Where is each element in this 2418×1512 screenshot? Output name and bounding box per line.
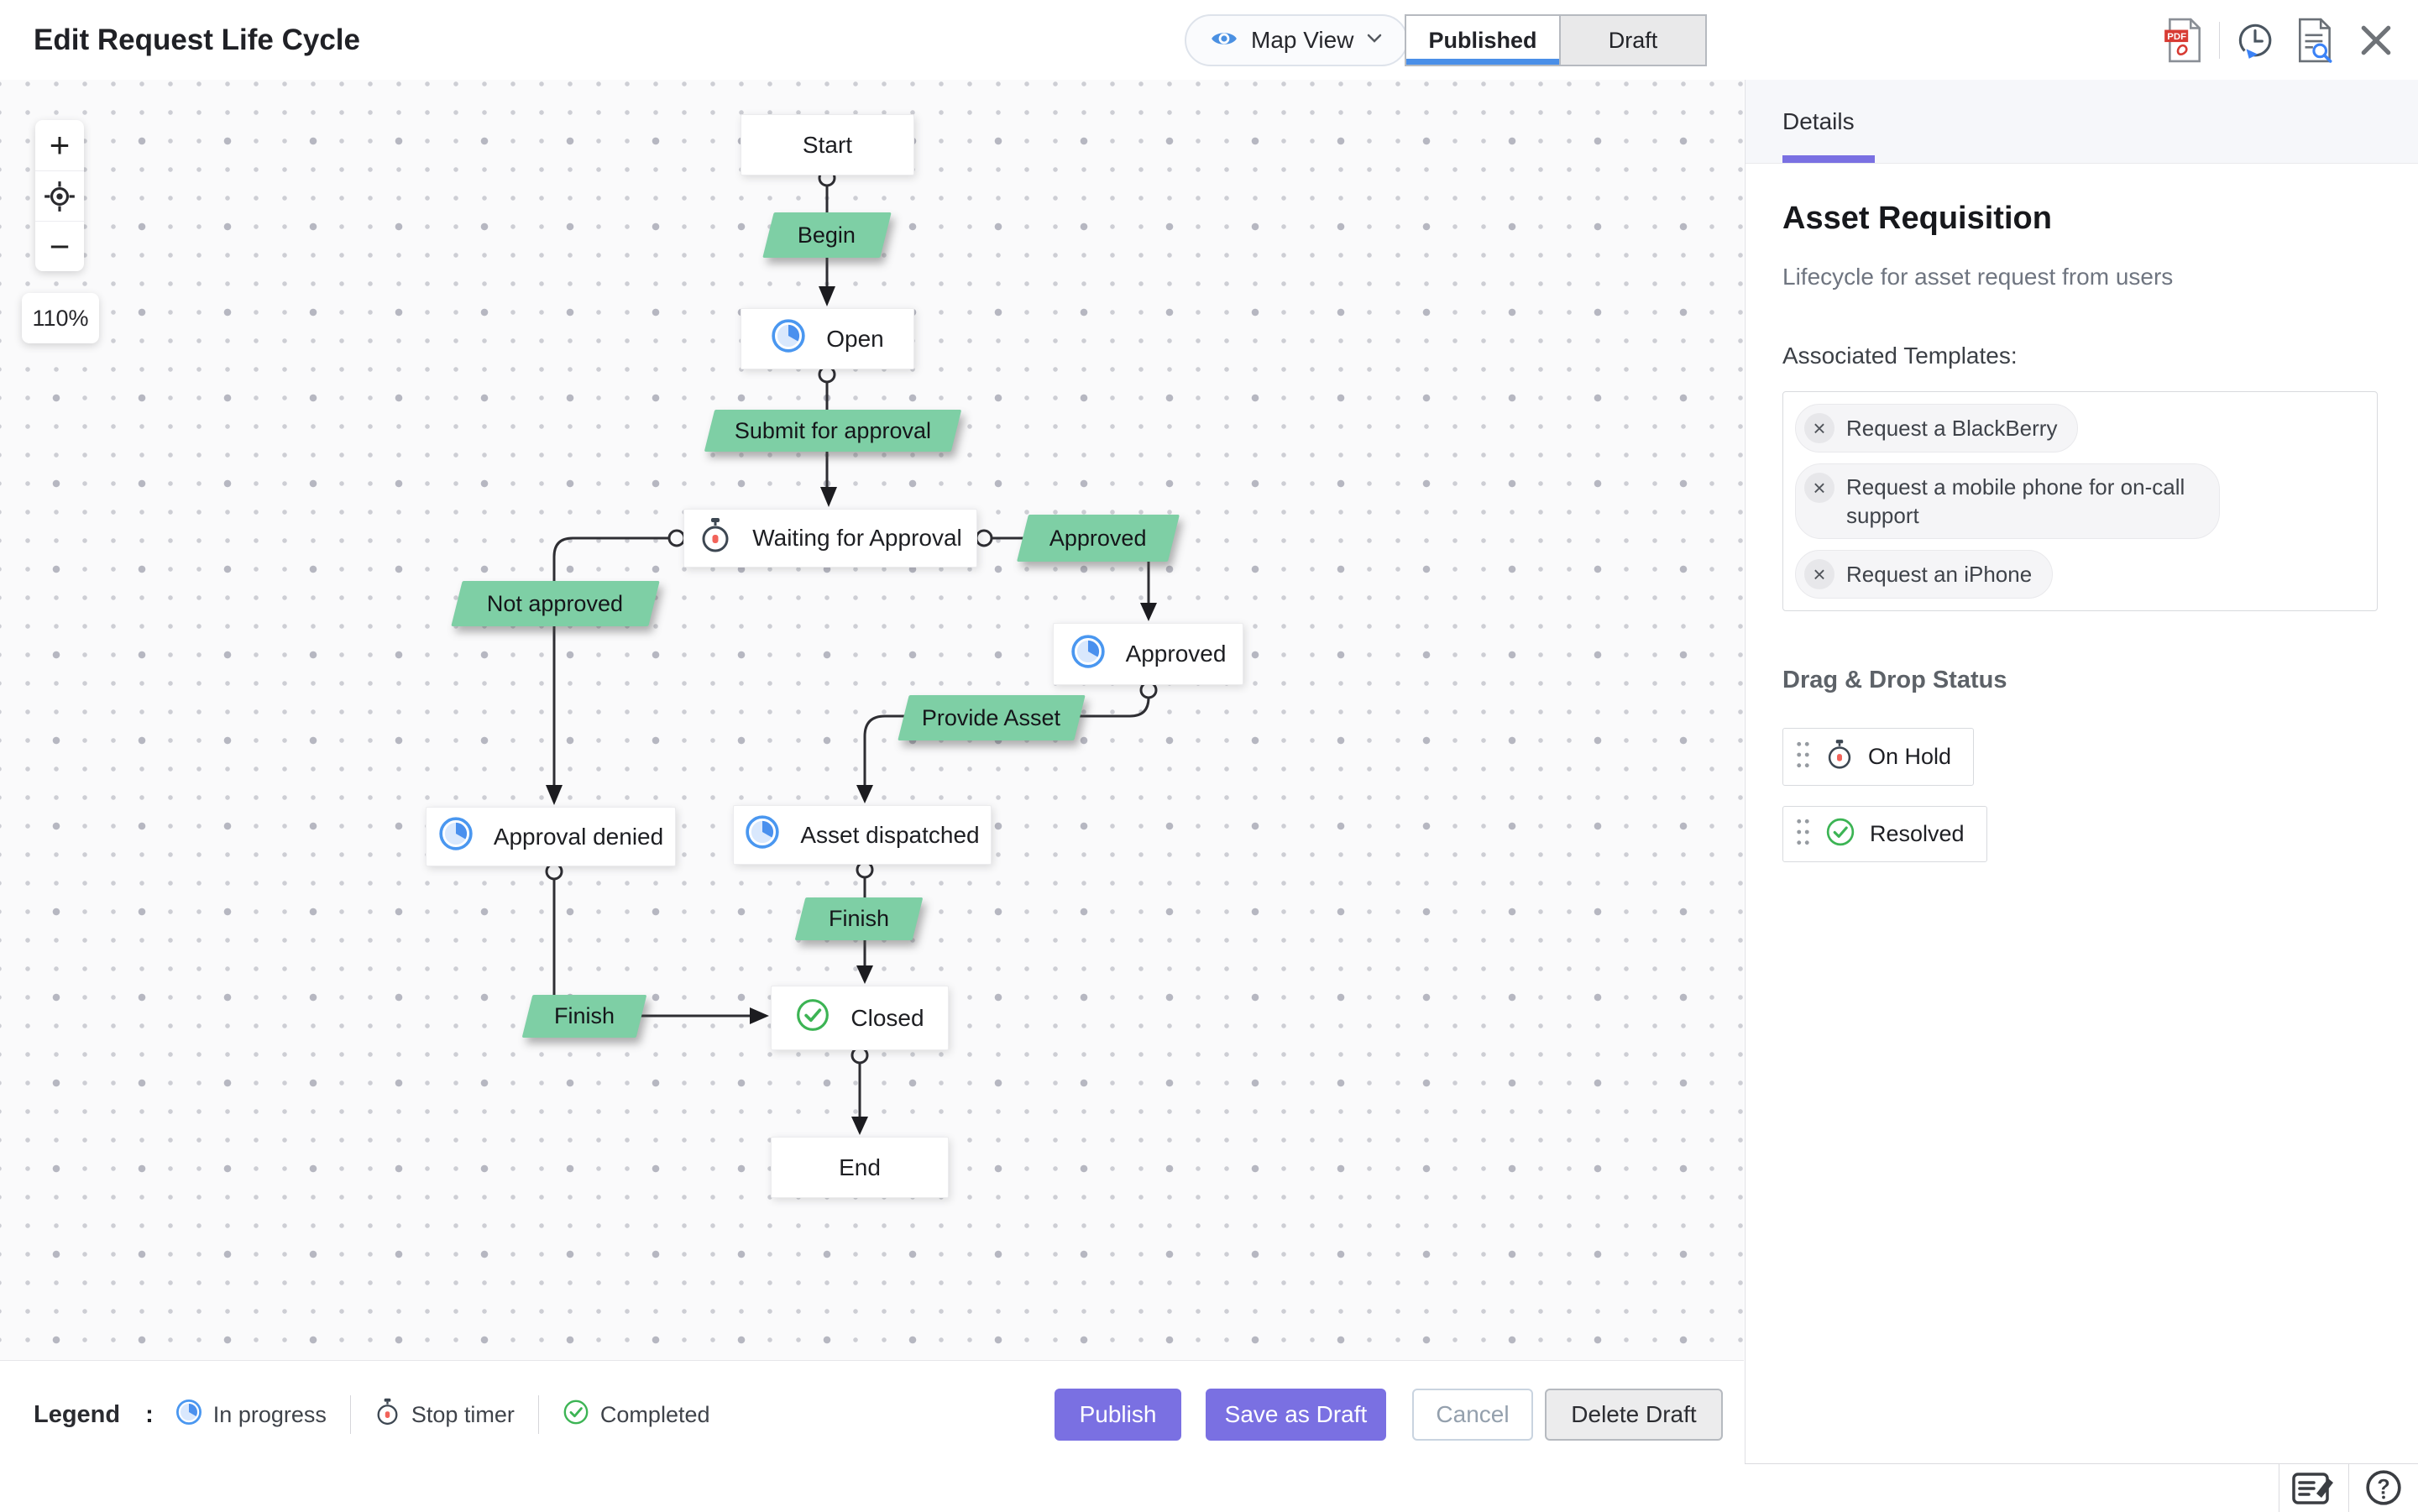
template-chip: × Request a BlackBerry bbox=[1795, 404, 2079, 453]
template-chip: × Request an iPhone bbox=[1795, 550, 2054, 599]
publish-button[interactable]: Publish bbox=[1055, 1389, 1181, 1441]
node-start[interactable]: Start bbox=[741, 114, 914, 175]
save-as-draft-button[interactable]: Save as Draft bbox=[1206, 1389, 1386, 1441]
completed-icon bbox=[795, 997, 830, 1039]
feedback-note-icon[interactable] bbox=[2279, 1464, 2348, 1512]
transition-provide-asset[interactable]: Provide Asset bbox=[898, 695, 1086, 740]
eye-icon bbox=[1210, 29, 1238, 53]
legend-item-stop-timer: Stop timer bbox=[374, 1398, 515, 1432]
svg-text:PDF: PDF bbox=[2167, 31, 2186, 41]
legend-item-in-progress: In progress bbox=[175, 1399, 327, 1431]
drag-drop-status-label: Drag & Drop Status bbox=[1782, 667, 2007, 693]
template-chip: × Request a mobile phone for on-call sup… bbox=[1795, 463, 2220, 539]
help-icon[interactable]: ? bbox=[2349, 1464, 2418, 1512]
node-open[interactable]: Open bbox=[741, 308, 914, 369]
legend-caption: Legend bbox=[34, 1400, 121, 1428]
zoom-in-button[interactable]: + bbox=[49, 125, 71, 165]
completed-icon bbox=[1825, 817, 1855, 851]
stop-timer-icon bbox=[374, 1398, 400, 1432]
node-end[interactable]: End bbox=[771, 1137, 949, 1198]
header-divider bbox=[2219, 21, 2220, 59]
in-progress-icon bbox=[745, 814, 780, 855]
details-tab-active-indicator bbox=[1782, 155, 1875, 163]
in-progress-icon bbox=[771, 318, 806, 359]
transition-begin[interactable]: Begin bbox=[762, 212, 892, 258]
node-waiting-for-approval[interactable]: Waiting for Approval bbox=[683, 509, 977, 568]
published-active-indicator bbox=[1406, 59, 1559, 65]
fit-view-button[interactable] bbox=[35, 170, 84, 221]
panel-bottom-bar: ? bbox=[1745, 1463, 2418, 1512]
in-progress-icon bbox=[1070, 634, 1106, 675]
remove-template-icon[interactable]: × bbox=[1804, 473, 1834, 503]
canvas-footer: Legend : In progress Stop timer Complete… bbox=[0, 1360, 1744, 1511]
draggable-status-on-hold[interactable]: On Hold bbox=[1782, 728, 1975, 786]
svg-text:?: ? bbox=[2377, 1475, 2389, 1499]
stop-timer-icon bbox=[1825, 739, 1854, 775]
in-progress-icon bbox=[175, 1399, 202, 1431]
cancel-button[interactable]: Cancel bbox=[1412, 1389, 1533, 1441]
associated-templates-box: × Request a BlackBerry × Request a mobil… bbox=[1782, 391, 2378, 611]
tab-published[interactable]: Published bbox=[1405, 14, 1559, 66]
remove-template-icon[interactable]: × bbox=[1804, 413, 1834, 443]
lifecycle-description: Lifecycle for asset request from users bbox=[1782, 264, 2174, 290]
footer-actions: Publish Save as Draft Cancel Delete Draf… bbox=[1055, 1389, 1723, 1441]
transition-not-approved[interactable]: Not approved bbox=[451, 581, 660, 626]
canvas-zoom-controls: + − bbox=[35, 120, 84, 271]
header: Edit Request Life Cycle Map View Publish… bbox=[0, 0, 2418, 80]
remove-template-icon[interactable]: × bbox=[1804, 559, 1834, 589]
zoom-out-button[interactable]: − bbox=[35, 221, 84, 271]
associated-templates-label: Associated Templates: bbox=[1782, 343, 2018, 369]
transition-submit-for-approval[interactable]: Submit for approval bbox=[704, 410, 962, 452]
node-approval-denied[interactable]: Approval denied bbox=[426, 807, 676, 866]
history-icon[interactable] bbox=[2225, 10, 2285, 71]
in-progress-icon bbox=[438, 816, 474, 857]
crosshair-icon bbox=[44, 180, 75, 212]
node-closed[interactable]: Closed bbox=[771, 986, 949, 1050]
tab-details[interactable]: Details bbox=[1782, 108, 1855, 134]
node-approved[interactable]: Approved bbox=[1053, 623, 1243, 685]
lifecycle-canvas: Begin Submit for approval Approved Not a… bbox=[0, 80, 1744, 1360]
delete-draft-button[interactable]: Delete Draft bbox=[1545, 1389, 1723, 1441]
view-selector-label: Map View bbox=[1251, 27, 1354, 53]
view-selector[interactable]: Map View bbox=[1185, 14, 1409, 66]
stop-timer-icon bbox=[699, 517, 732, 560]
draggable-status-resolved[interactable]: Resolved bbox=[1782, 806, 1987, 862]
page-title: Edit Request Life Cycle bbox=[34, 24, 360, 56]
transition-approved[interactable]: Approved bbox=[1017, 515, 1180, 562]
drag-handle-icon[interactable] bbox=[1795, 817, 1811, 851]
details-tabstrip: Details bbox=[1745, 80, 2418, 164]
lifecycle-title: Asset Requisition bbox=[1782, 201, 2052, 236]
review-document-icon[interactable] bbox=[2285, 10, 2346, 71]
details-panel: Details Asset Requisition Lifecycle for … bbox=[1745, 80, 2418, 1511]
header-actions: PDF bbox=[2154, 0, 2418, 80]
tab-draft[interactable]: Draft bbox=[1559, 14, 1707, 66]
transition-finish-denied[interactable]: Finish bbox=[521, 995, 647, 1038]
zoom-level-badge: 110% bbox=[22, 293, 99, 343]
legend: Legend : In progress Stop timer Complete… bbox=[34, 1389, 710, 1441]
chevron-down-icon bbox=[1366, 33, 1383, 48]
transition-finish-dispatch[interactable]: Finish bbox=[794, 897, 924, 940]
publish-state-switch: Published Draft bbox=[1405, 14, 1707, 66]
drag-handle-icon[interactable] bbox=[1795, 740, 1811, 774]
export-pdf-icon[interactable]: PDF bbox=[2154, 10, 2214, 71]
close-icon[interactable] bbox=[2346, 10, 2406, 71]
legend-item-completed: Completed bbox=[563, 1399, 710, 1431]
completed-icon bbox=[563, 1399, 589, 1431]
node-asset-dispatched[interactable]: Asset dispatched bbox=[733, 805, 992, 865]
